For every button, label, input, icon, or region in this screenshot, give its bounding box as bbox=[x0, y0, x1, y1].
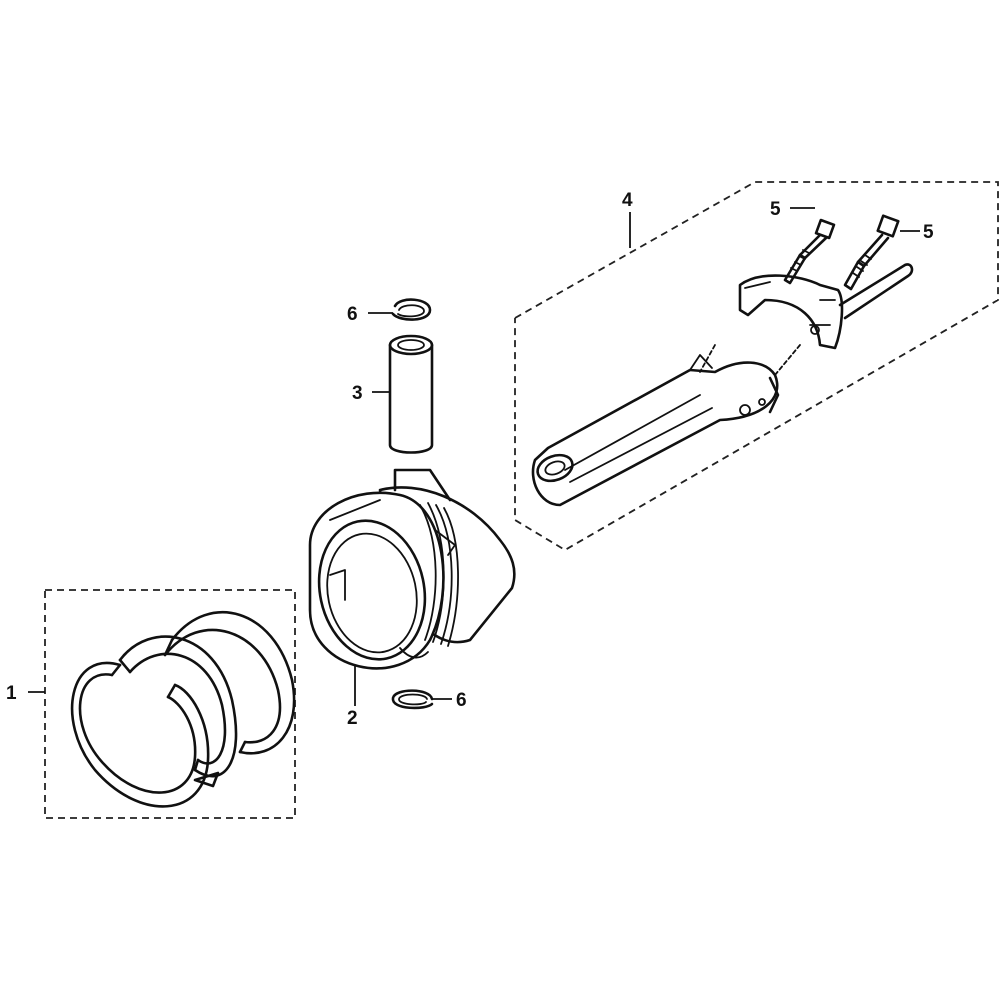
connecting-rod-assembly: 4 bbox=[514, 181, 999, 552]
rod-bolt-left: 5 bbox=[770, 199, 836, 285]
callout-clip-top: 6 bbox=[347, 304, 358, 325]
callout-piston: 2 bbox=[347, 708, 358, 729]
second-ring bbox=[118, 635, 238, 788]
connecting-rod-cap bbox=[738, 263, 914, 350]
piston-pin: 3 bbox=[352, 334, 434, 454]
rod-bolt-right: 5 bbox=[843, 214, 934, 291]
callout-pin: 3 bbox=[352, 383, 363, 404]
top-ring bbox=[163, 611, 296, 755]
callout-clip-bottom: 6 bbox=[456, 690, 467, 711]
oil-ring bbox=[70, 661, 210, 808]
callout-bolt-left: 5 bbox=[770, 199, 781, 220]
callout-bolt-right: 5 bbox=[923, 222, 934, 243]
rod-dashed-box bbox=[514, 181, 999, 552]
ring-set-dashed-box bbox=[44, 589, 296, 819]
piston: 2 bbox=[308, 468, 516, 729]
pin-clip-top: 6 bbox=[347, 298, 432, 325]
callout-rod: 4 bbox=[622, 190, 633, 211]
piston-ring-set: 1 bbox=[6, 589, 296, 819]
callout-rings: 1 bbox=[6, 683, 17, 704]
connecting-rod bbox=[531, 354, 780, 507]
pin-clip-bottom: 6 bbox=[391, 689, 467, 711]
